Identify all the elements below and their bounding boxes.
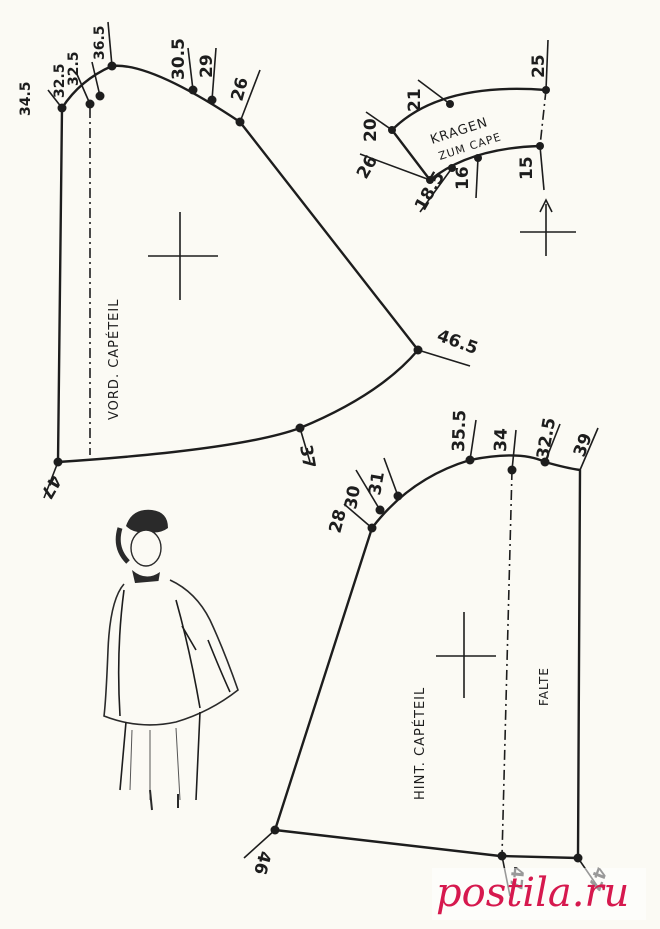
back-measure: 28 <box>326 507 351 535</box>
arrow-up-icon <box>539 198 553 213</box>
collar-outline-outer <box>390 87 548 132</box>
collar-measure: 25 <box>529 54 549 78</box>
back-fold-line <box>501 469 513 857</box>
collar-measure: 21 <box>405 88 425 112</box>
front-measure: 47 <box>36 472 65 503</box>
back-measure: 46 <box>249 849 274 877</box>
collar-piece: 21 25 20 26 16 15 18.5 KRAGEN ZUM CAPE <box>353 39 576 256</box>
front-measure: 37 <box>295 443 319 470</box>
watermark: postila.ru <box>432 868 646 920</box>
woman-in-cape-sketch <box>103 509 239 811</box>
collar-measure: 26 <box>353 152 382 183</box>
front-measure: 30.5 <box>169 38 189 80</box>
front-measure: 34.5 <box>18 81 34 116</box>
back-piece-label: HINT. CAPÉTEIL <box>412 687 428 800</box>
back-measure: 39 <box>570 431 597 460</box>
back-measure: 35.5 <box>449 410 470 453</box>
watermark-text: postila.ru <box>436 870 629 916</box>
front-measure: 36.5 <box>92 25 108 60</box>
front-measure: 29 <box>197 54 217 78</box>
front-measure: 32.5 <box>52 63 68 98</box>
back-measure: 34 <box>491 428 512 453</box>
front-piece-label: VORD. CAPÉTEIL <box>106 299 122 420</box>
front-measure: 32.5 <box>66 51 82 86</box>
fold-label: FALTE <box>537 667 551 706</box>
collar-measure: 16 <box>453 166 473 190</box>
collar-measure: 15 <box>517 156 537 180</box>
front-measure: 46.5 <box>434 326 480 359</box>
back-measure: 32.5 <box>533 416 560 461</box>
back-measure: 31 <box>365 470 389 497</box>
back-piece: 28 30 31 35.5 34 32.5 39 46 47 47 HINT. … <box>243 410 610 897</box>
collar-measure: 20 <box>361 118 381 142</box>
back-measure: 30 <box>341 484 365 511</box>
